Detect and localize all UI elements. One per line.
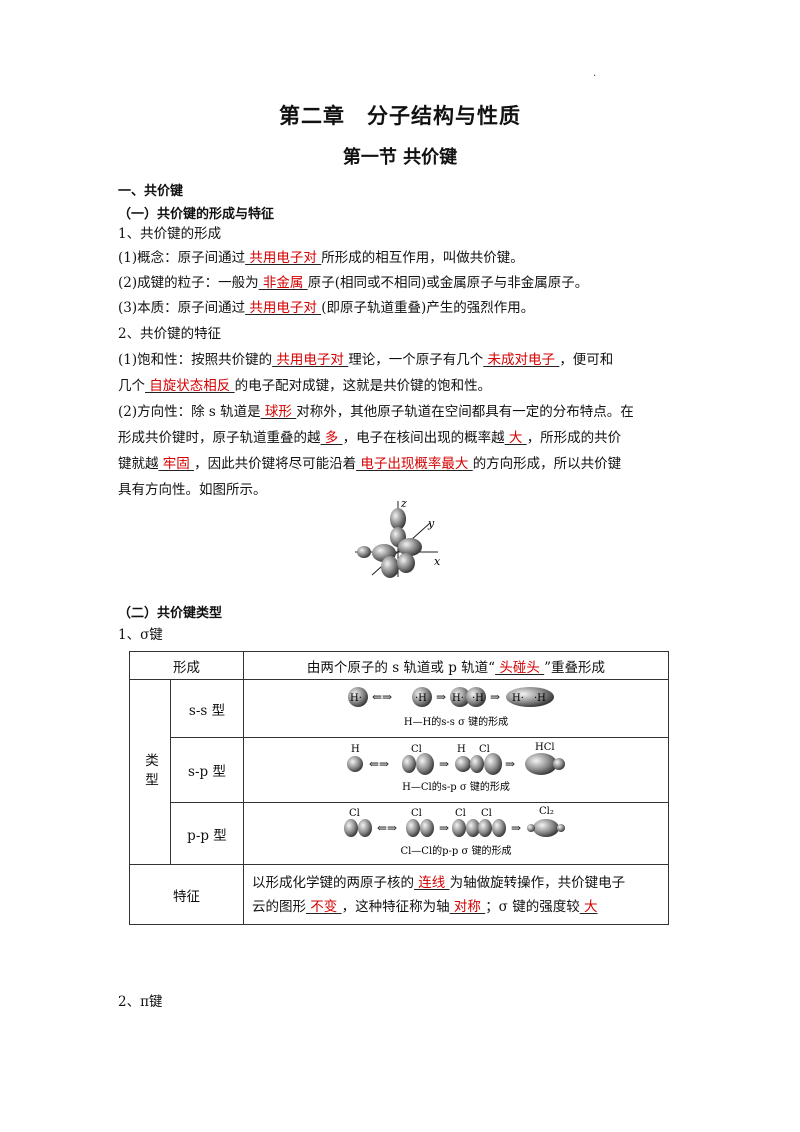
line-particles: (2)成键的粒子：一般为 非金属 原子(相同或不相同)或金属原子与非金属原子。	[118, 275, 589, 291]
page-marker-dot: .	[593, 68, 597, 79]
svg-text:Cl: Cl	[411, 808, 422, 819]
row-label-feature: 特征	[129, 864, 244, 925]
answer-blank: 大	[504, 430, 527, 446]
orbital-overlap-figure: z y x	[355, 497, 441, 578]
section-title: 第一节 共价键	[342, 147, 458, 168]
table-row: p-p 型 Cl ⇐⇒ Cl ⇒ Cl Cl ⇒ Cl₂ Cl—Cl的p-p σ…	[130, 802, 669, 865]
line-essence: (3)本质：原子间通过 共用电子对 (即原子轨道重叠)产生的强烈作用。	[118, 300, 535, 316]
svg-text:⇒: ⇒	[505, 757, 515, 771]
pp-diagram-cell: Cl ⇐⇒ Cl ⇒ Cl Cl ⇒ Cl₂ Cl—Cl的p-p σ 键的形成	[243, 802, 669, 865]
sp-sigma-diagram: H ⇐⇒ Cl ⇒ H Cl ⇒ HCl H—Cl的s-p σ 键的形成	[347, 742, 565, 793]
table-row: 类型 s-s 型 H· ⇐⇒ ·H ⇒ H· ·H ⇒ H· ·H H—H的s-…	[129, 679, 669, 865]
svg-text:⇒: ⇒	[511, 821, 521, 835]
axis-z-label: z	[400, 497, 407, 510]
svg-text:·H: ·H	[534, 693, 546, 704]
svg-text:⇒: ⇒	[436, 690, 446, 704]
answer-blank: 球形	[260, 404, 297, 420]
svg-text:Cl: Cl	[349, 808, 360, 819]
type-pp-label: p-p 型	[170, 802, 244, 865]
pp-sigma-diagram: Cl ⇐⇒ Cl ⇒ Cl Cl ⇒ Cl₂ Cl—Cl的p-p σ 键的形成	[344, 806, 565, 857]
heading-bond-types: （二）共价键类型	[118, 606, 223, 621]
svg-text:⇐⇒: ⇐⇒	[377, 821, 397, 835]
answer-blank: 头碰头	[495, 659, 545, 676]
svg-text:H: H	[351, 744, 360, 755]
svg-text:·H: ·H	[472, 693, 484, 704]
axis-x-label: x	[434, 555, 441, 568]
heading-covalent-bond: 一、共价键	[118, 184, 184, 199]
table-row: 特征 以形成化学键的两原子核的 连线 为轴做旋转操作，共价键电子 云的图形 不变…	[129, 864, 669, 925]
svg-text:HCl: HCl	[535, 742, 555, 753]
svg-text:H: H	[457, 744, 466, 755]
svg-text:H·: H·	[452, 693, 464, 704]
ss-diagram-cell: H· ⇐⇒ ·H ⇒ H· ·H ⇒ H· ·H H—H的s-s σ 键的形成	[243, 679, 669, 738]
ss-sigma-diagram: H· ⇐⇒ ·H ⇒ H· ·H ⇒ H· ·H H—H的s-s σ 键的形成	[348, 686, 554, 728]
svg-text:Cl: Cl	[481, 808, 492, 819]
answer-blank: 未成对电子	[483, 352, 560, 368]
svg-text:Cl: Cl	[411, 744, 422, 755]
line-concept: (1)概念：原子间通过 共用电子对 所形成的相互作用，叫做共价键。	[118, 250, 524, 266]
sp-diagram-cell: H ⇐⇒ Cl ⇒ H Cl ⇒ HCl H—Cl的s-p σ 键的形成	[243, 737, 669, 803]
table-row: s-p 型 H ⇐⇒ Cl ⇒ H Cl ⇒ HCl H—Cl的s-p σ 键的…	[130, 737, 669, 803]
type-sp-label: s-p 型	[170, 737, 244, 803]
svg-text:⇐⇒: ⇐⇒	[372, 690, 392, 704]
line-saturation-2: 几个 自旋状态相反 的电子配对成键，这就是共价键的饱和性。	[118, 378, 492, 394]
answer-blank: 不变	[306, 898, 342, 915]
para-formation: 1、共价键的形成	[118, 226, 222, 242]
answer-blank: 非金属	[258, 275, 308, 291]
svg-text:⇐⇒: ⇐⇒	[369, 757, 389, 771]
heading-formation-features: （一）共价键的形成与特征	[118, 207, 275, 222]
answer-blank: 多	[320, 430, 343, 446]
line-direction-4: 具有方向性。如图所示。	[118, 482, 267, 498]
sp-caption: H—Cl的s-p σ 键的形成	[402, 780, 510, 793]
answer-blank: 对称	[449, 898, 486, 915]
svg-text:H·: H·	[512, 693, 524, 704]
line-direction-2: 形成共价键时，原子轨道重叠的越 多 ，电子在核间出现的概率越 大 ，所形成的共价	[118, 430, 622, 446]
svg-text:Cl: Cl	[455, 808, 466, 819]
feature-desc: 以形成化学键的两原子核的 连线 为轴做旋转操作，共价键电子 云的图形 不变 ，这…	[243, 864, 669, 925]
answer-blank: 电子出现概率最大	[356, 456, 473, 472]
answer-blank: 连线	[414, 874, 450, 891]
answer-blank: 自旋状态相反	[145, 378, 235, 394]
svg-text:⇒: ⇒	[439, 821, 449, 835]
para-pi: 2、π键	[118, 994, 163, 1010]
svg-text:H·: H·	[350, 693, 362, 704]
row-label-formation: 形成	[129, 651, 244, 680]
svg-text:⇒: ⇒	[490, 690, 500, 704]
line-direction-1: (2)方向性：除 s 轨道是 球形 对称外，其他原子轨道在空间都具有一定的分布特…	[118, 404, 634, 420]
svg-text:Cl: Cl	[479, 744, 490, 755]
sigma-bond-table: 形成 由两个原子的 s 轨道或 p 轨道“ 头碰头 ”重叠形成 类型 s-s 型…	[129, 651, 669, 925]
formation-desc: 由两个原子的 s 轨道或 p 轨道“ 头碰头 ”重叠形成	[243, 651, 669, 680]
answer-blank: 共用电子对	[245, 300, 322, 316]
answer-blank: 牢固	[158, 456, 195, 472]
type-ss-label: s-s 型	[170, 679, 244, 738]
line-direction-3: 键就越 牢固 ，因此共价键将尽可能沿着 电子出现概率最大 的方向形成，所以共价键	[118, 456, 622, 472]
answer-blank: 共用电子对	[272, 352, 349, 368]
para-sigma: 1、σ键	[118, 627, 163, 643]
chapter-title: 第二章 分子结构与性质	[279, 104, 521, 128]
row-label-type: 类型	[129, 679, 171, 865]
svg-text:⇒: ⇒	[439, 757, 449, 771]
pp-caption: Cl—Cl的p-p σ 键的形成	[400, 844, 511, 857]
table-row: 形成 由两个原子的 s 轨道或 p 轨道“ 头碰头 ”重叠形成	[129, 651, 669, 680]
line-saturation: (1)饱和性：按照共价键的 共用电子对 理论，一个原子有几个 未成对电子 ，便可…	[118, 352, 614, 368]
answer-blank: 共用电子对	[245, 250, 322, 266]
ss-caption: H—H的s-s σ 键的形成	[404, 715, 508, 728]
answer-blank: 大	[579, 898, 598, 915]
svg-text:·H: ·H	[415, 693, 427, 704]
svg-text:Cl₂: Cl₂	[539, 806, 554, 817]
para-features: 2、共价键的特征	[118, 326, 222, 342]
axis-y-label: y	[427, 517, 435, 530]
